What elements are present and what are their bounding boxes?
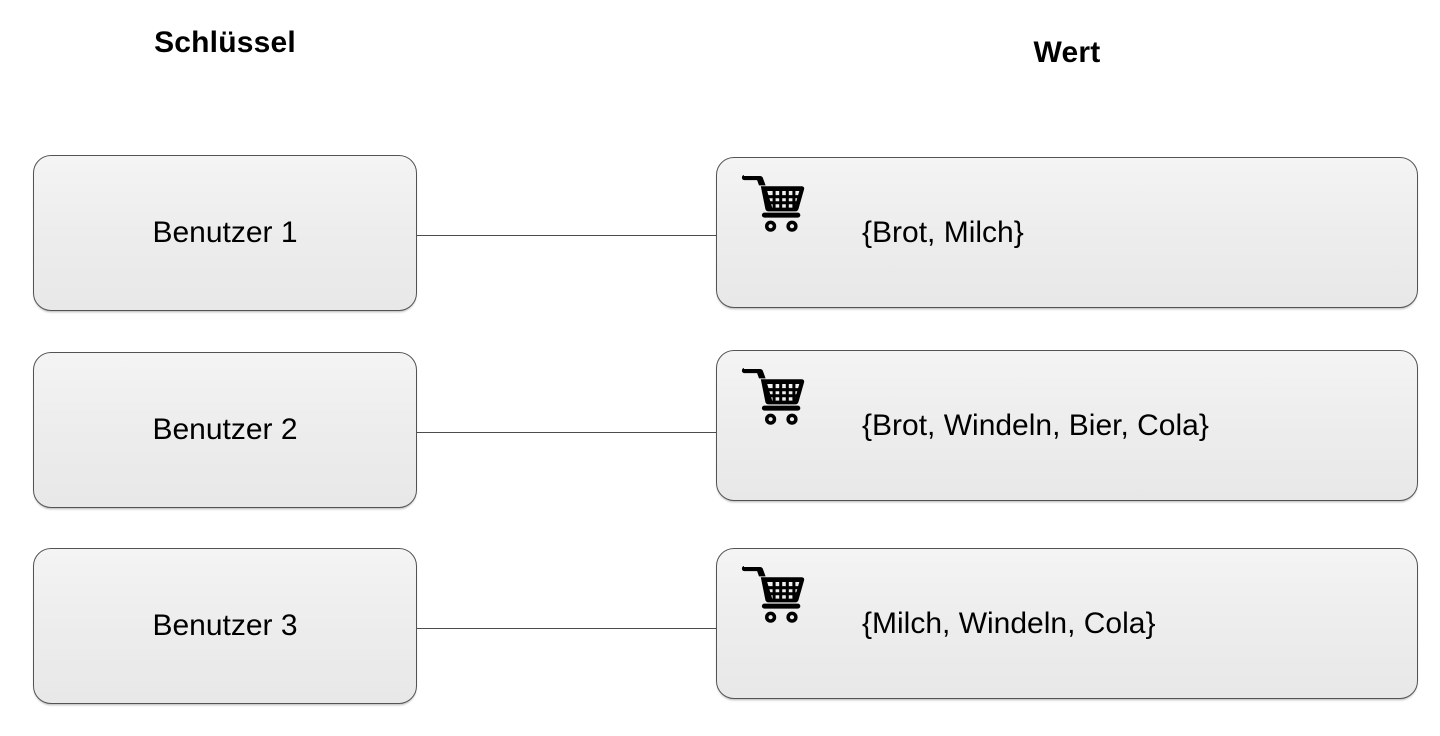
key-node-row-2[interactable]: Benutzer 2	[33, 352, 417, 508]
column-header-value: Wert	[1033, 36, 1101, 69]
value-node-label: {Brot, Windeln, Bier, Cola}	[862, 408, 1209, 442]
key-node-row-3[interactable]: Benutzer 3	[33, 548, 417, 704]
shopping-cart-icon	[741, 563, 805, 625]
key-node-label: Benutzer 2	[152, 413, 298, 446]
value-node-row-2[interactable]: {Brot, Windeln, Bier, Cola}	[716, 350, 1418, 501]
connector-line-row-2	[417, 432, 717, 433]
column-header-key: Schlüssel	[154, 26, 296, 59]
value-node-label: {Milch, Windeln, Cola}	[862, 606, 1156, 640]
connector-line-row-1	[417, 235, 717, 236]
connector-line-row-3	[417, 628, 717, 629]
shopping-cart-icon	[741, 172, 805, 234]
key-node-label: Benutzer 3	[152, 609, 298, 642]
value-node-label: {Brot, Milch}	[862, 215, 1024, 249]
shopping-cart-icon	[741, 365, 805, 427]
value-node-row-1[interactable]: {Brot, Milch}	[716, 157, 1418, 308]
value-node-row-3[interactable]: {Milch, Windeln, Cola}	[716, 548, 1418, 699]
key-node-row-1[interactable]: Benutzer 1	[33, 155, 417, 311]
key-node-label: Benutzer 1	[152, 216, 298, 249]
